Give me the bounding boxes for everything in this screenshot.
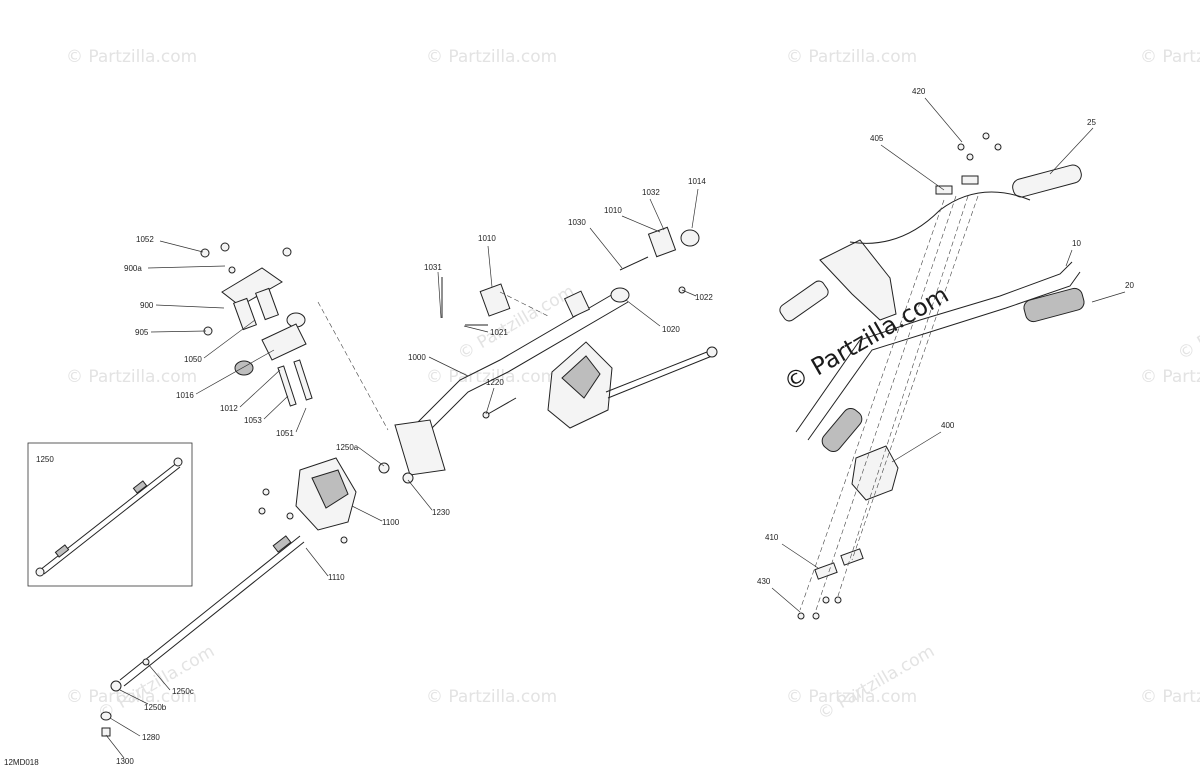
inset-box <box>27 442 193 587</box>
callout-1230: 1230 <box>432 508 450 517</box>
diagram-code: 12MD018 <box>4 758 39 767</box>
watermark: © Partzilla.com <box>786 687 917 707</box>
callout-1250a: 1250a <box>336 443 359 452</box>
callout-400: 400 <box>941 421 955 430</box>
callout-1010: 1010 <box>478 234 496 243</box>
callout-1010: 1010 <box>604 206 622 215</box>
watermark: © Partzilla.com <box>786 47 917 67</box>
watermark: © Partzilla.com <box>1140 367 1200 387</box>
callout-labels: 1052 900a 900 905 1050 1016 1012 1053 10… <box>36 87 1134 766</box>
callout-1031: 1031 <box>424 263 442 272</box>
callout-905: 905 <box>135 328 149 337</box>
callout-900a: 900a <box>124 264 142 273</box>
watermark: © Partzilla.com <box>426 367 557 387</box>
callout-1053: 1053 <box>244 416 262 425</box>
callout-1220: 1220 <box>486 378 504 387</box>
steering-column-1000 <box>379 226 700 484</box>
callout-25: 25 <box>1087 118 1096 127</box>
callout-430: 430 <box>757 577 771 586</box>
callout-1030: 1030 <box>568 218 586 227</box>
callout-1300: 1300 <box>116 757 134 766</box>
callout-1250b: 1250b <box>144 703 167 712</box>
watermark: © Partzilla.com <box>66 687 197 707</box>
callout-1051: 1051 <box>276 429 294 438</box>
callout-1052: 1052 <box>136 235 154 244</box>
lower-tie-rod <box>100 535 305 737</box>
watermark-layer: © Partzilla.com © Partzilla.com © Partzi… <box>66 47 1200 724</box>
callout-1016: 1016 <box>176 391 194 400</box>
callout-410: 410 <box>765 533 779 542</box>
callout-1012: 1012 <box>220 404 238 413</box>
handlebar-assembly <box>779 132 1085 620</box>
watermark: © Partzilla.com <box>426 47 557 67</box>
callout-1032: 1032 <box>642 188 660 197</box>
callout-1020: 1020 <box>662 325 680 334</box>
watermark: © Partzilla.com <box>1175 281 1200 364</box>
column-bracket-assembly <box>200 242 313 407</box>
callout-1280: 1280 <box>142 733 160 742</box>
watermark: © Partzilla.com <box>66 367 197 387</box>
watermark: © Partzilla.com <box>1140 687 1200 707</box>
leader-lines <box>105 97 1126 759</box>
callout-20: 20 <box>1125 281 1134 290</box>
watermark: © Partzilla.com <box>1140 47 1200 67</box>
alignment-lines <box>317 195 979 611</box>
callout-1110: 1110 <box>328 573 345 582</box>
callout-1250c: 1250c <box>172 687 194 696</box>
callout-1050: 1050 <box>184 355 202 364</box>
callout-420: 420 <box>912 87 926 96</box>
callout-1100: 1100 <box>382 518 400 527</box>
inset-label: 1250 <box>36 455 54 464</box>
watermark: © Partzilla.com <box>815 641 939 724</box>
watermark: © Partzilla.com <box>426 687 557 707</box>
watermark: © Partzilla.com <box>455 281 579 364</box>
callout-1022: 1022 <box>695 293 713 302</box>
upper-gearbox <box>547 341 718 429</box>
watermark: © Partzilla.com <box>66 47 197 67</box>
inset-tie-rod <box>35 457 183 577</box>
callout-405: 405 <box>870 134 884 143</box>
lower-gearbox <box>258 457 390 544</box>
callout-1000: 1000 <box>408 353 426 362</box>
callout-1014: 1014 <box>688 177 706 186</box>
callout-10: 10 <box>1072 239 1081 248</box>
callout-900: 900 <box>140 301 154 310</box>
callout-1021: 1021 <box>490 328 508 337</box>
